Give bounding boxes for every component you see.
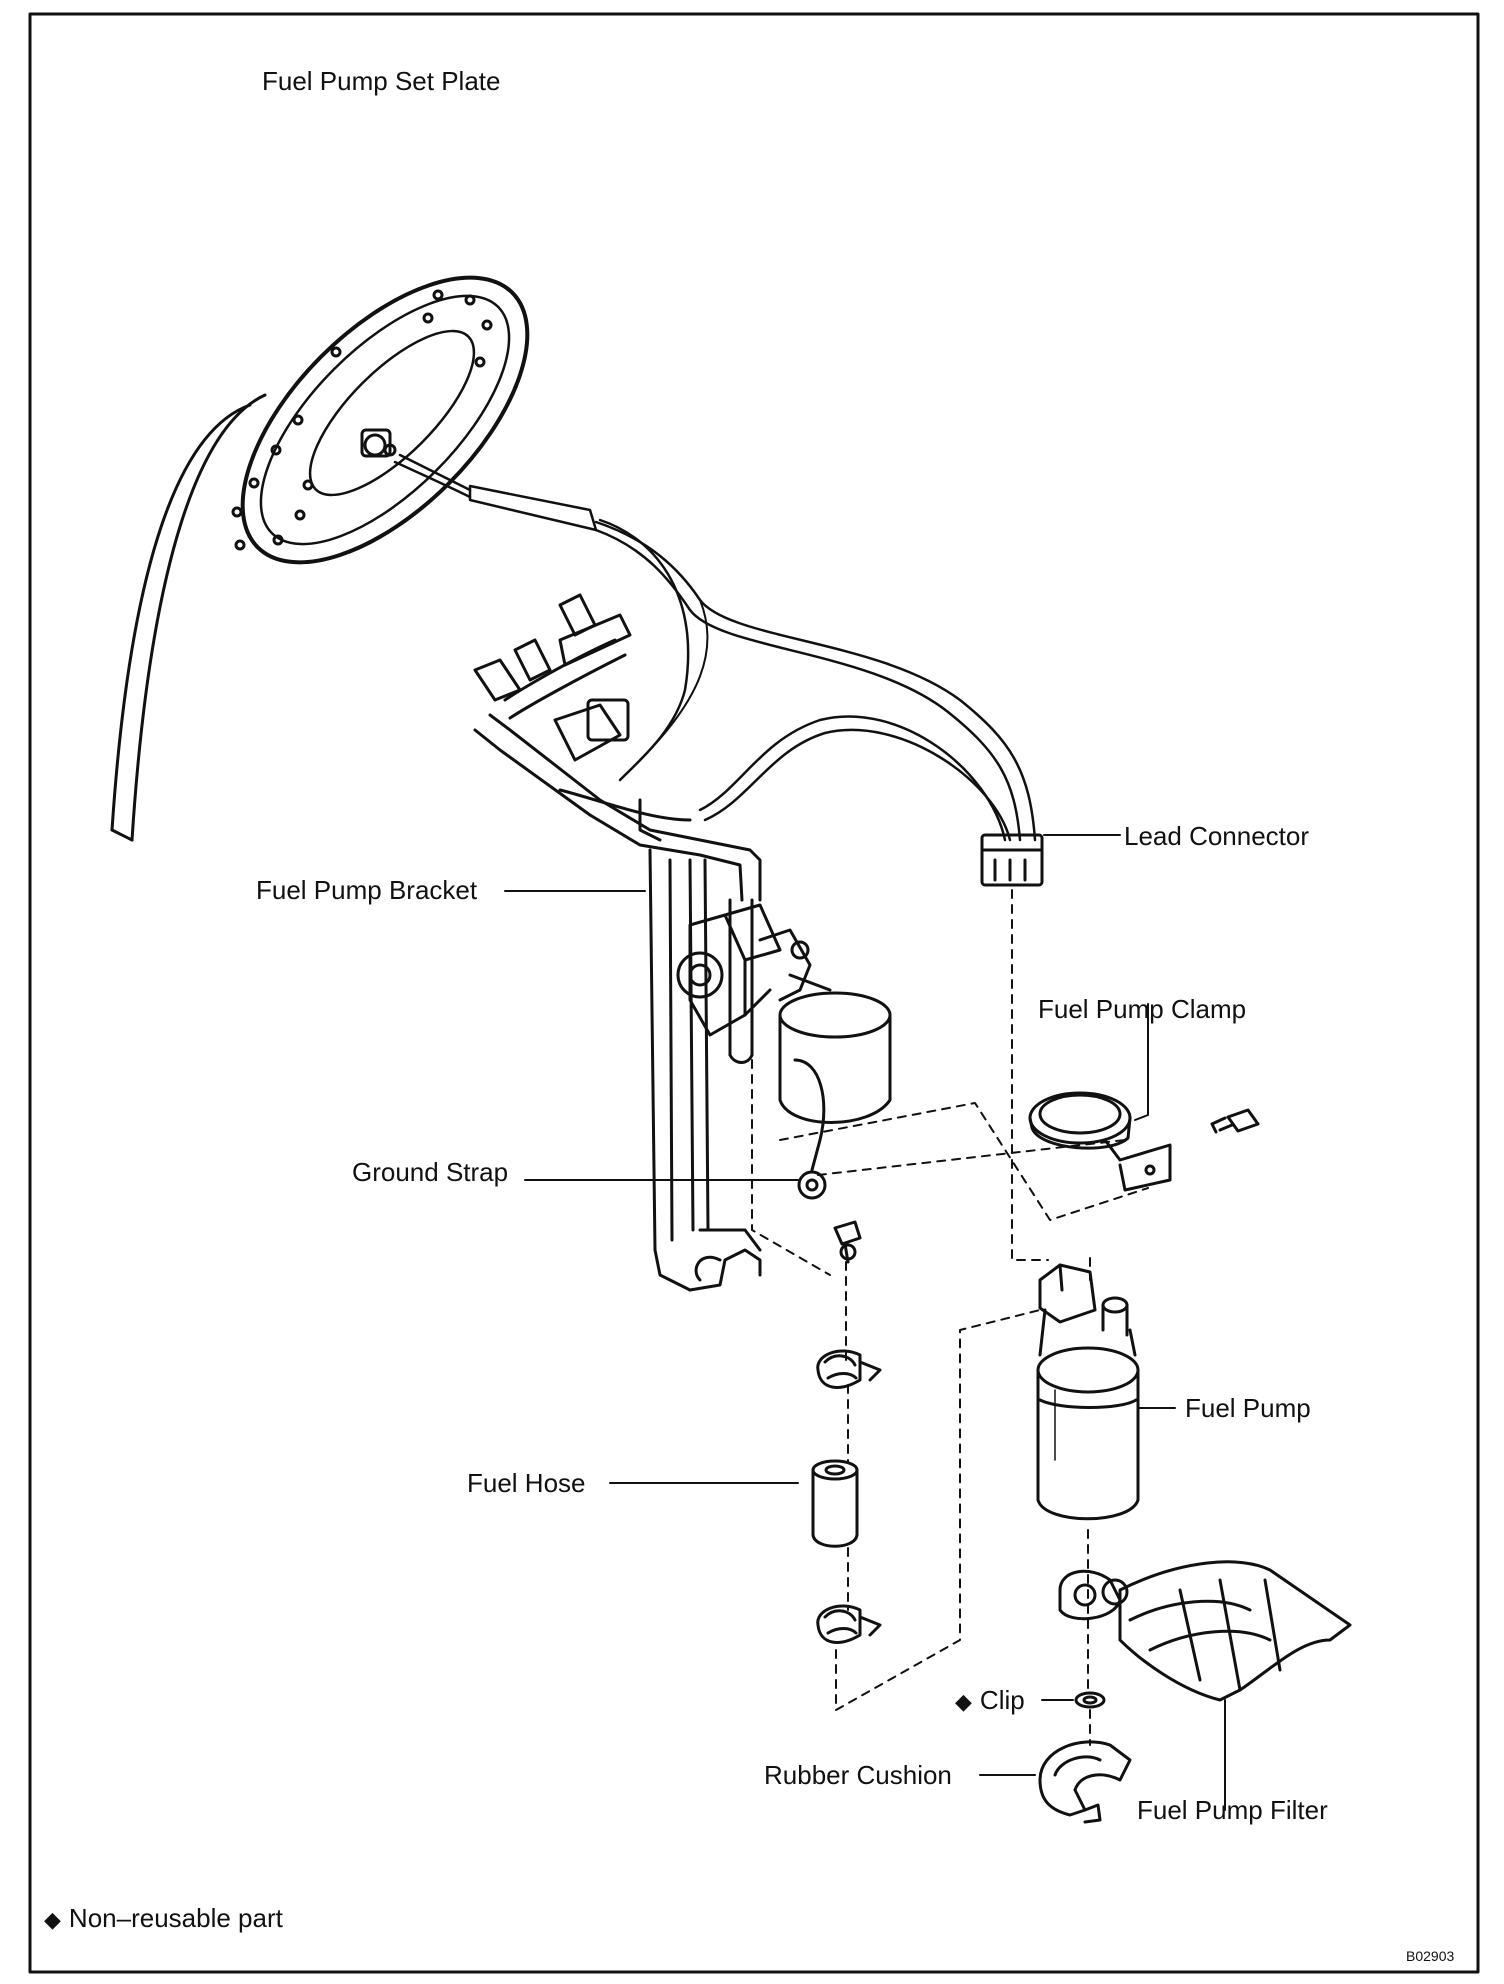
legend-text: Non–reusable part bbox=[68, 1903, 283, 1933]
bracket-drawing bbox=[473, 593, 892, 1292]
clamp-screw bbox=[1210, 1108, 1260, 1134]
label-filter: Fuel Pump Filter bbox=[1137, 1795, 1328, 1825]
figure-code: B02903 bbox=[1406, 1948, 1455, 1964]
label-clip-text: Clip bbox=[979, 1685, 1025, 1715]
hose-clamp-upper bbox=[816, 1349, 882, 1389]
label-lead-connector: Lead Connector bbox=[1124, 821, 1310, 851]
wire-harness bbox=[398, 453, 472, 492]
set-plate-drawing bbox=[231, 275, 530, 565]
label-rubber-cushion: Rubber Cushion bbox=[764, 1760, 952, 1790]
hose-clamp-lower bbox=[816, 1604, 882, 1644]
rubber-cushion-drawing bbox=[1038, 1740, 1132, 1824]
lead-connector-drawing bbox=[980, 833, 1044, 887]
label-clip: ◆ Clip bbox=[955, 1687, 1025, 1713]
non-reusable-mark: ◆ bbox=[955, 1689, 972, 1714]
clip-drawing bbox=[1074, 1691, 1106, 1709]
fuel-hose-drawing bbox=[811, 1459, 859, 1548]
long-hose bbox=[110, 403, 252, 832]
fuel-pump-drawing bbox=[1036, 1263, 1140, 1521]
label-bracket: Fuel Pump Bracket bbox=[256, 875, 478, 905]
label-clamp: Fuel Pump Clamp bbox=[1038, 994, 1247, 1024]
label-fuel-hose: Fuel Hose bbox=[467, 1468, 586, 1498]
diagram-frame bbox=[28, 12, 1480, 1974]
legend-symbol: ◆ bbox=[44, 1907, 61, 1932]
label-set-plate: Fuel Pump Set Plate bbox=[262, 66, 501, 96]
label-fuel-pump: Fuel Pump bbox=[1185, 1393, 1311, 1423]
legend: ◆ Non–reusable part bbox=[44, 1905, 283, 1931]
ground-screw bbox=[833, 1220, 862, 1264]
label-ground-strap: Ground Strap bbox=[352, 1157, 509, 1187]
filter-drawing bbox=[1058, 1560, 1352, 1702]
